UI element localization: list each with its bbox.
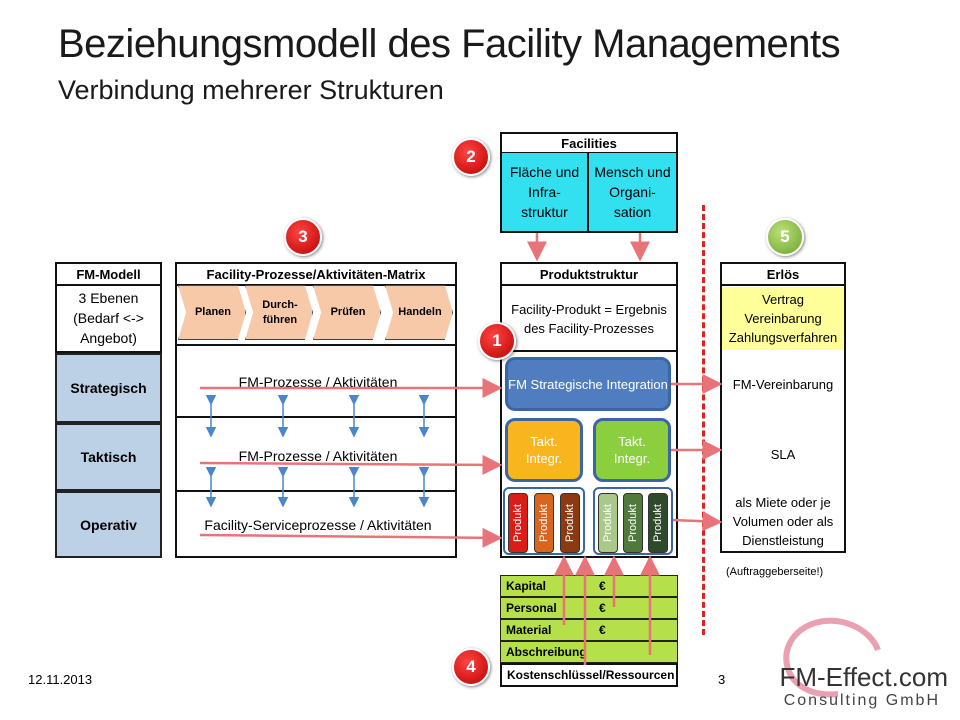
badge-4: 4 — [452, 648, 490, 686]
product-group-left — [503, 487, 585, 555]
company-logo-main: FM-Effect.com — [779, 662, 948, 692]
euro-sign: € — [599, 579, 606, 593]
cost-label: Kapital — [506, 579, 547, 593]
cost-label: Personal — [506, 601, 557, 615]
process-planen: Planen — [178, 285, 246, 340]
badge-5: 5 — [766, 218, 804, 256]
badge-2: 2 — [452, 138, 490, 176]
footer-page-number: 3 — [718, 672, 726, 687]
takt-integr-right: Takt. Integr. — [593, 418, 671, 482]
cost-label: Kostenschlüssel/Ressourcen — [507, 668, 675, 682]
facilities-header: Facilities — [500, 132, 678, 154]
takt-integr-left: Takt. Integr. — [505, 418, 583, 482]
erloes-fm-vereinbarung: FM-Vereinbarung — [732, 376, 834, 392]
erloes-operativ: als Miete oder je Volumen oder als Diens… — [732, 494, 834, 548]
matrix-divider — [177, 490, 455, 492]
badge-3: 3 — [284, 218, 322, 256]
matrix-divider — [177, 416, 455, 418]
company-logo-sub: Consulting GmbH — [783, 692, 940, 709]
produkt-header: Produktstruktur — [500, 262, 678, 286]
matrix-divider — [177, 344, 455, 346]
product-2: Produkt — [534, 493, 554, 553]
matrix-row-strategic: FM-Prozesse / Aktivitäten — [238, 374, 398, 390]
matrix-row-operative: Facility-Serviceprozesse / Aktivitäten — [204, 517, 432, 533]
cost-personal: Personal € — [500, 597, 678, 619]
erloes-note: (Auftraggeberseite!) — [726, 566, 824, 578]
matrix-row-tactical: FM-Prozesse / Aktivitäten — [238, 448, 398, 464]
erloes-contract: Vertrag Vereinbarung Zahlungsverfahren — [722, 287, 844, 350]
process-durchfuehren: Durch-führen — [245, 285, 313, 340]
level-taktisch: Taktisch — [55, 423, 162, 491]
facilities-people: Mensch und Organi-sation — [589, 153, 678, 233]
level-operativ: Operativ — [55, 491, 162, 558]
euro-sign: € — [599, 601, 606, 615]
product-1: Produkt — [508, 493, 528, 553]
separator-line — [702, 205, 705, 635]
cost-kapital: Kapital € — [500, 575, 678, 597]
slide-title: Beziehungsmodell des Facility Management… — [58, 22, 841, 66]
erloes-sla: SLA — [770, 446, 796, 462]
erloes-header: Erlös — [720, 262, 846, 286]
facilities-space: Fläche und Infra-struktur — [500, 153, 589, 233]
product-group-right — [593, 487, 673, 555]
matrix-frame — [175, 285, 457, 558]
product-3: Produkt — [560, 493, 580, 553]
matrix-header: Facility-Prozesse/Aktivitäten-Matrix — [175, 262, 457, 286]
arrow-operativ-erloes — [672, 511, 723, 532]
badge-1: 1 — [478, 322, 516, 360]
euro-sign: € — [599, 623, 606, 637]
fm-modell-intro: 3 Ebenen (Bedarf <-> Angebot) — [55, 285, 162, 353]
process-handeln: Handeln — [385, 285, 453, 340]
product-4: Produkt — [598, 493, 618, 553]
level-strategisch: Strategisch — [55, 353, 162, 423]
slide-subtitle: Verbindung mehrerer Strukturen — [58, 75, 444, 105]
produkt-divider — [502, 350, 676, 352]
cost-schluessel: Kostenschlüssel/Ressourcen — [500, 663, 678, 687]
cost-label: Material — [506, 623, 552, 637]
erloes-frame — [720, 285, 846, 553]
fm-modell-header: FM-Modell — [55, 262, 162, 286]
cost-label: Abschreibung — [506, 645, 587, 659]
fm-strategic-integration: FM Strategische Integration — [505, 357, 671, 411]
cost-abschreibung: Abschreibung — [500, 641, 678, 663]
produkt-result: Facility-Produkt = Ergebnis des Facility… — [511, 302, 667, 336]
footer-date: 12.11.2013 — [28, 672, 93, 687]
process-pruefen: Prüfen — [313, 285, 381, 340]
product-6: Produkt — [648, 493, 668, 553]
cost-material: Material € — [500, 619, 678, 641]
product-5: Produkt — [623, 493, 643, 553]
